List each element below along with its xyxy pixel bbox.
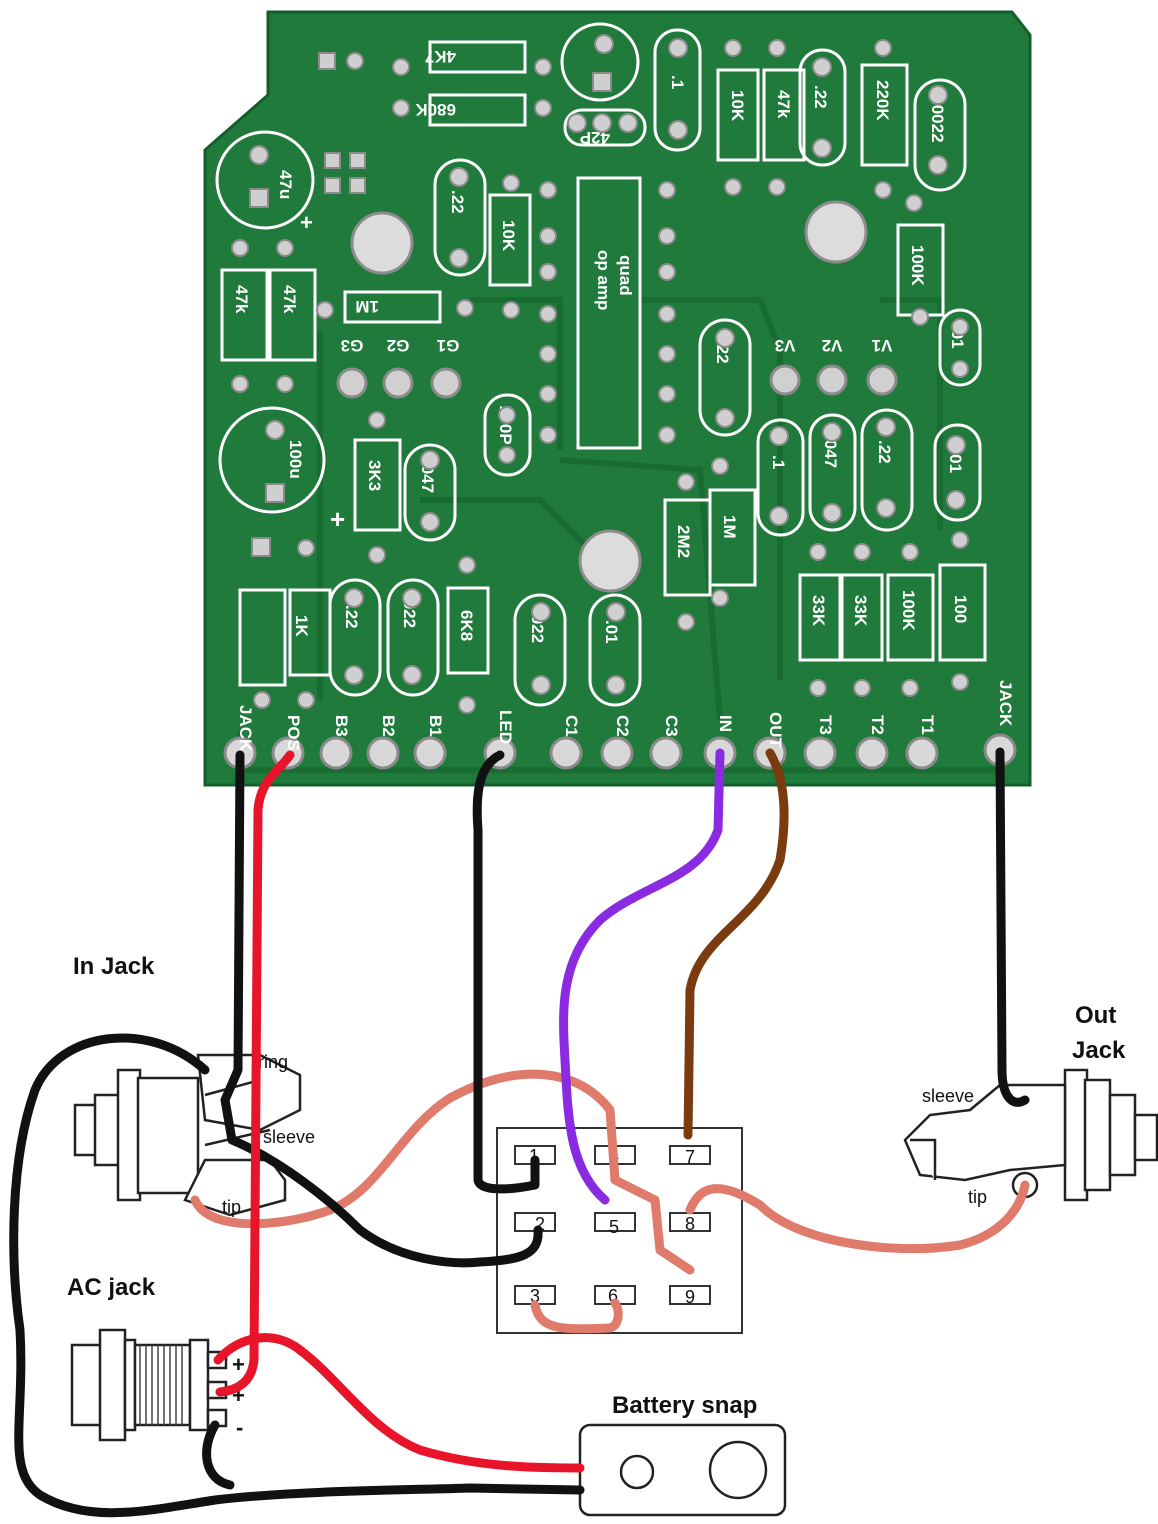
svg-text:220K: 220K <box>873 80 892 121</box>
svg-text:IN: IN <box>716 715 735 732</box>
wire-black-led <box>477 755 535 1189</box>
minus-label: - <box>236 1415 243 1440</box>
svg-text:+: + <box>330 504 345 534</box>
svg-text:POS: POS <box>284 715 303 751</box>
svg-text:T2: T2 <box>868 715 887 735</box>
ground-label: G2 <box>387 336 410 355</box>
switch-pin-label: 9 <box>685 1287 695 1307</box>
out-tip-label: tip <box>968 1187 987 1207</box>
svg-text:2M2: 2M2 <box>674 525 693 558</box>
svg-text:3K3: 3K3 <box>365 460 384 491</box>
ground-label: G1 <box>437 336 460 355</box>
switch-pin-label: 5 <box>609 1217 619 1237</box>
svg-text:JACK: JACK <box>996 680 1015 727</box>
comp-label: 47u <box>276 170 295 199</box>
out-jack-label-1: Out <box>1075 1002 1116 1029</box>
in-tip-label: tip <box>222 1197 241 1217</box>
wire-brown-out <box>688 753 784 1135</box>
svg-text:6K8: 6K8 <box>457 610 476 641</box>
wire-black-ac-minus <box>207 1425 230 1485</box>
in-sleeve-label: sleeve <box>263 1127 315 1147</box>
svg-text:LED: LED <box>496 710 515 744</box>
svg-text:B3: B3 <box>332 715 351 737</box>
ground-label: G3 <box>341 336 364 355</box>
svg-text:+: + <box>300 210 313 235</box>
svg-text:OUT: OUT <box>766 712 785 749</box>
svg-text:680K: 680K <box>415 100 456 119</box>
svg-text:T3: T3 <box>816 715 835 735</box>
svg-text:47k: 47k <box>280 285 299 314</box>
switch-pin-label: 8 <box>685 1214 695 1234</box>
svg-text:1M: 1M <box>720 515 739 539</box>
svg-text:JACK: JACK <box>236 705 255 752</box>
svg-text:33K: 33K <box>809 595 828 627</box>
svg-text:100K: 100K <box>908 245 927 286</box>
battery-snap <box>580 1425 785 1515</box>
ic-label-1: quad <box>616 255 635 296</box>
svg-text:47k: 47k <box>232 285 251 314</box>
volume-label: V1 <box>872 336 893 355</box>
volume-label: V2 <box>822 336 843 355</box>
volume-label: V3 <box>775 336 796 355</box>
switch-pin-label: 7 <box>685 1147 695 1167</box>
svg-text:.22: .22 <box>342 605 361 629</box>
svg-text:10K: 10K <box>728 90 747 122</box>
svg-text:C3: C3 <box>662 715 681 737</box>
svg-text:B1: B1 <box>426 715 445 737</box>
ic-label-2: op amp <box>594 250 613 310</box>
svg-text:100K: 100K <box>899 590 918 631</box>
svg-text:C2: C2 <box>613 715 632 737</box>
svg-text:.22: .22 <box>811 85 830 109</box>
ac-jack-label: AC jack <box>67 1274 156 1301</box>
svg-text:.0022: .0022 <box>928 100 947 143</box>
svg-text:1M: 1M <box>355 297 379 316</box>
svg-text:.1: .1 <box>668 75 687 89</box>
wire-black-out-ground <box>1000 752 1025 1102</box>
pcb-board: 47u + 100u + <box>205 12 1030 785</box>
svg-text:10K: 10K <box>499 220 518 252</box>
wire-red-ac-battery <box>218 1338 580 1468</box>
svg-text:C1: C1 <box>562 715 581 737</box>
svg-text:.01: .01 <box>602 620 621 644</box>
svg-text:.1: .1 <box>769 455 788 469</box>
svg-text:33K: 33K <box>851 595 870 627</box>
plus-label-1: + <box>232 1352 245 1377</box>
out-jack-label-2: Jack <box>1072 1037 1126 1064</box>
svg-text:100: 100 <box>951 595 970 623</box>
svg-text:.22: .22 <box>448 190 467 214</box>
svg-text:B2: B2 <box>379 715 398 737</box>
in-jack-label: In Jack <box>73 953 155 980</box>
battery-snap-label: Battery snap <box>612 1392 757 1419</box>
svg-text:47k: 47k <box>774 90 793 119</box>
out-sleeve-label: sleeve <box>922 1086 974 1106</box>
svg-text:T1: T1 <box>918 715 937 735</box>
ac-jack <box>72 1330 226 1440</box>
svg-text:1K: 1K <box>292 615 311 637</box>
svg-text:.22: .22 <box>875 440 894 464</box>
comp-label: 100u <box>286 440 305 479</box>
svg-text:4K7: 4K7 <box>425 47 456 66</box>
ring-label: ring <box>258 1052 288 1072</box>
